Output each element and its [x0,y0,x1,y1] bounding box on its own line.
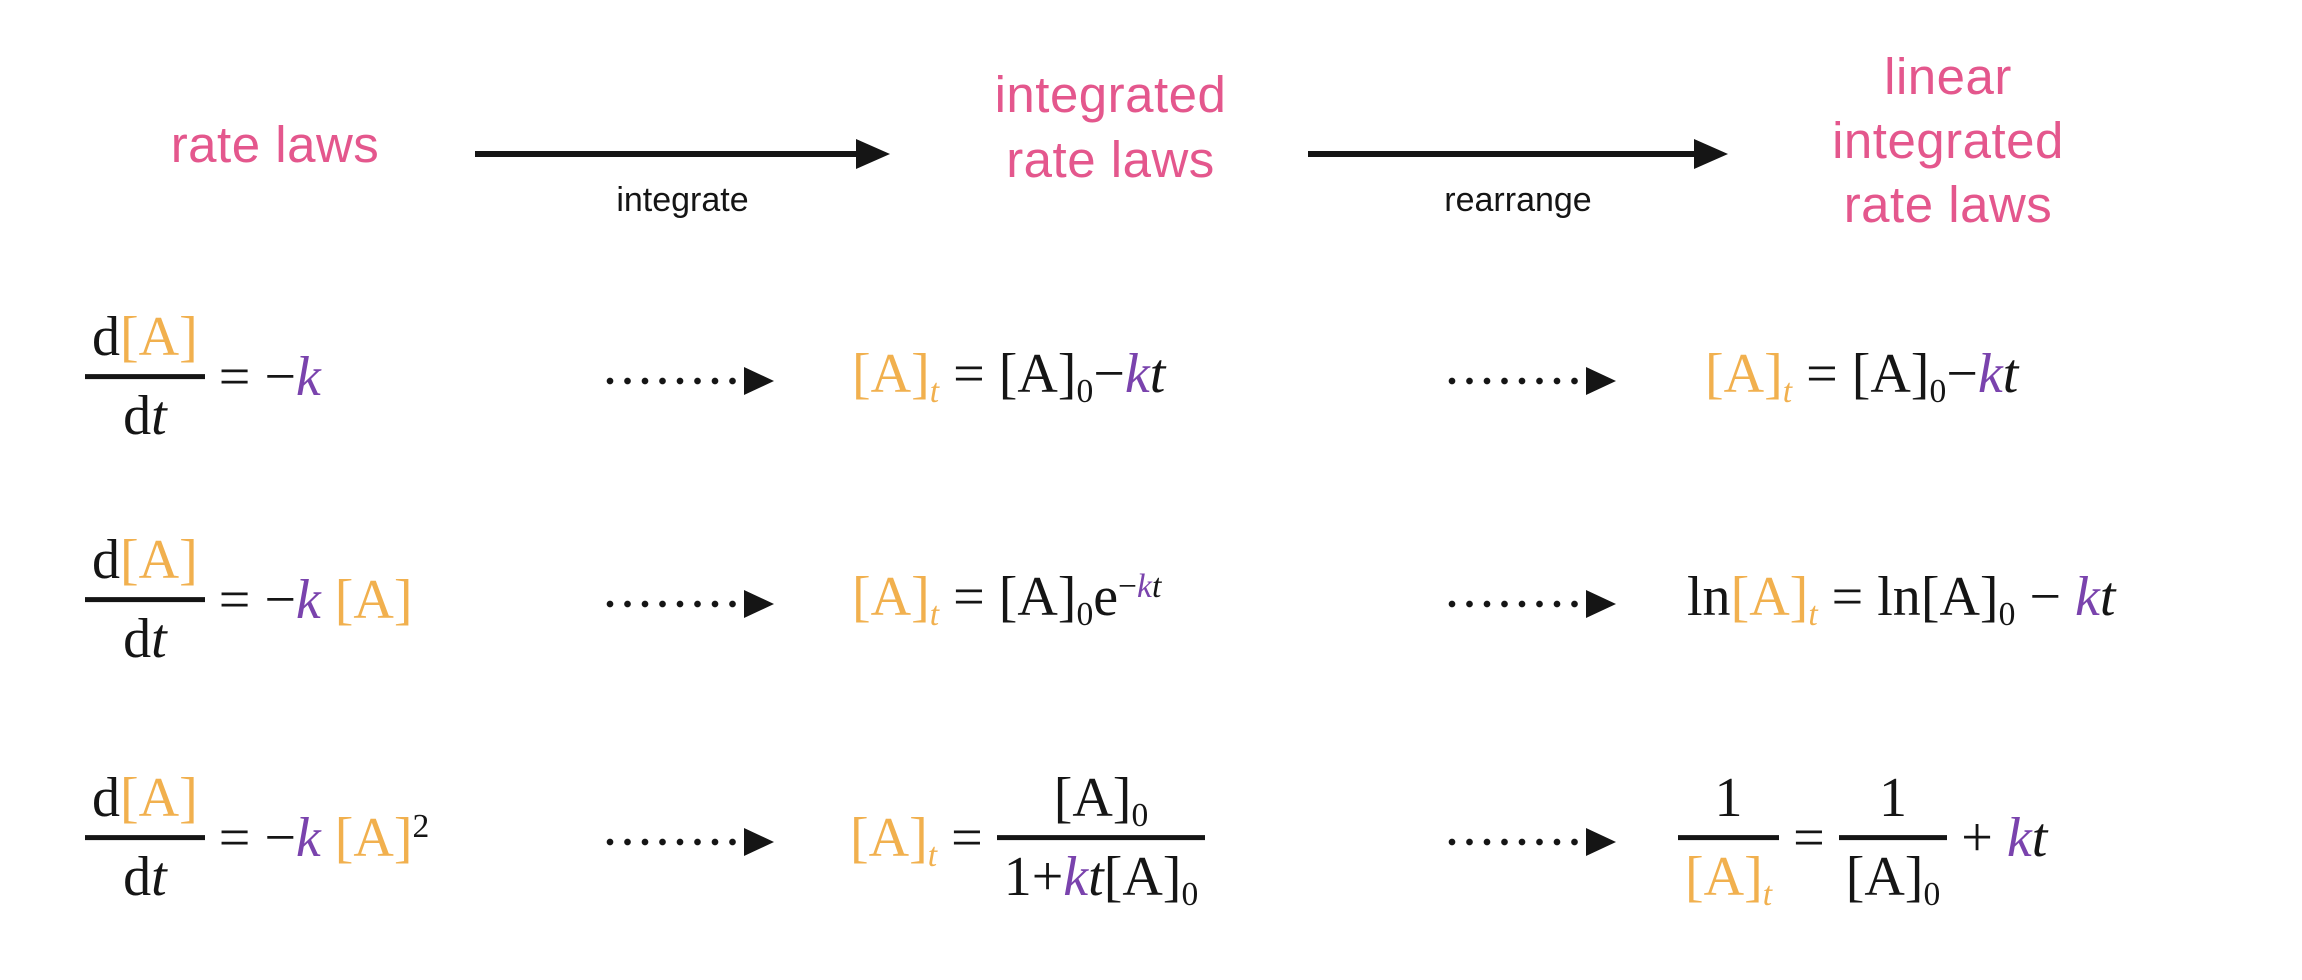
arrow-head-icon [1586,367,1616,395]
dots [606,838,744,846]
header-linear-integrated-rate-laws: linear integrated rate laws [1758,45,2138,237]
arrow-body [475,139,890,169]
arrow-head-icon [1586,590,1616,618]
header-line: integrated [994,66,1227,123]
dots [606,600,744,608]
arrow-head-icon [856,139,890,169]
arrow-line [1308,151,1694,157]
first-order-rate-law: d[A]dt = −k [A] [85,528,413,672]
dots [1448,600,1586,608]
zero-order-integrated-rate-law: [A]t = [A]0−kt [852,342,1166,410]
arrow-line [475,151,856,157]
dotted-arrow-icon [606,828,774,856]
zero-order-linear-rate-law: [A]t = [A]0−kt [1705,342,2019,410]
dots [1448,377,1586,385]
header-line: linear [1884,48,2012,105]
zero-order-rate-law: d[A]dt = −k [85,305,321,449]
integrate-arrow: integrate [475,139,890,220]
dotted-arrow-icon [1448,828,1616,856]
arrow-head-icon [1694,139,1728,169]
second-order-rate-law: d[A]dt = −k [A]2 [85,766,429,910]
arrow-head-icon [1586,828,1616,856]
dotted-arrow-icon [606,590,774,618]
dotted-arrow-icon [1448,367,1616,395]
arrow-body [1308,139,1728,169]
header-line: rate laws [1006,131,1215,188]
header-line: integrated [1832,112,2064,169]
dotted-arrow-icon [606,367,774,395]
first-order-linear-rate-law: ln[A]t = ln[A]0 − kt [1687,565,2116,633]
integrate-arrow-label: integrate [616,181,749,219]
rearrange-arrow-label: rearrange [1444,181,1592,219]
dots [1448,838,1586,846]
arrow-head-icon [744,828,774,856]
header-rate-laws: rate laws [170,116,380,173]
header-line: rate laws [1843,176,2053,233]
dots [606,377,744,385]
header-integrated-rate-laws: integrated rate laws [938,62,1283,192]
first-order-integrated-rate-law: [A]t = [A]0e−kt [852,565,1162,633]
rearrange-arrow: rearrange [1308,139,1728,220]
second-order-linear-rate-law: 1[A]t = 1[A]0 + kt [1678,766,2047,914]
arrow-head-icon [744,367,774,395]
dotted-arrow-icon [1448,590,1616,618]
arrow-head-icon [744,590,774,618]
